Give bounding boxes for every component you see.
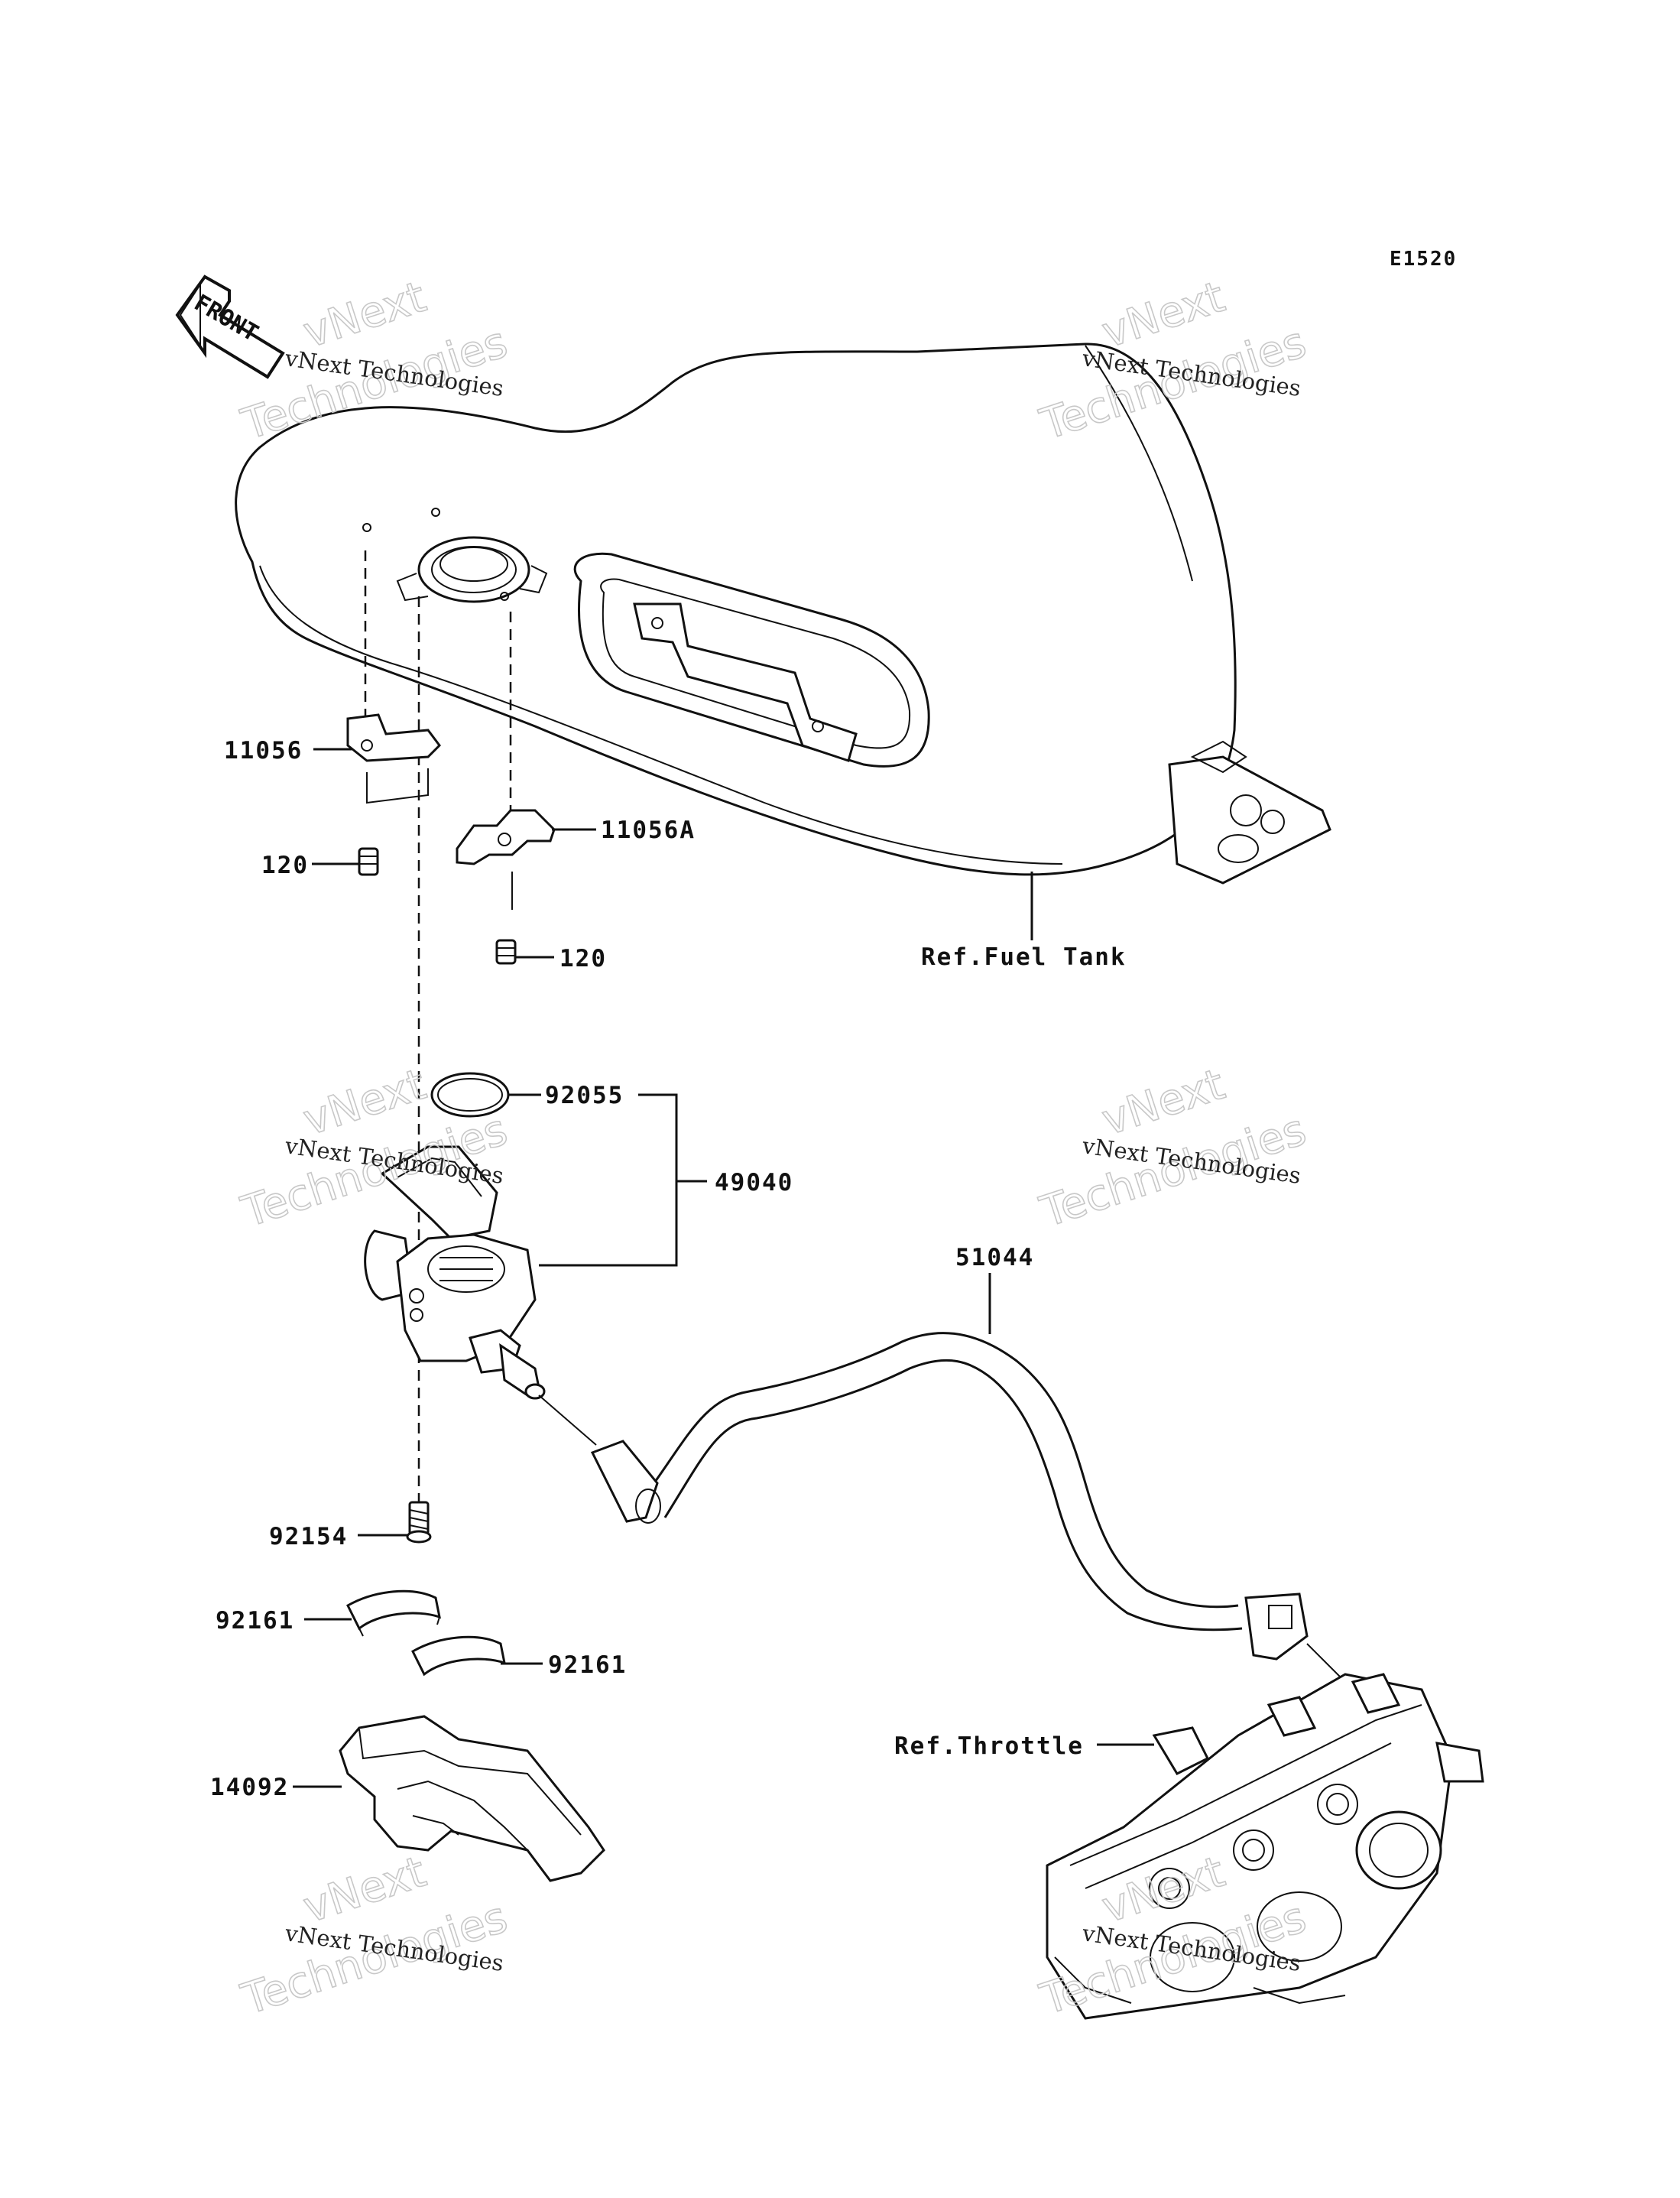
label-49040: 49040 <box>715 1169 793 1196</box>
bolt-120-left <box>358 847 379 876</box>
fuel-pump-49040 <box>364 1145 546 1400</box>
o-ring-92055 <box>430 1072 510 1118</box>
watermark-bottom-left: vNext Technologies vNext Technologies <box>235 1846 514 2025</box>
cushion-92161-lower <box>411 1635 506 1677</box>
diagram-code: E1520 <box>1390 248 1457 271</box>
label-92161-a: 92161 <box>216 1607 294 1635</box>
watermark-mid-right: vNext Technologies vNext Technologies <box>1033 1059 1312 1238</box>
bolt-92154 <box>406 1501 432 1544</box>
leader-49040-bracket <box>539 1093 678 1267</box>
front-arrow-icon: FRONT <box>175 274 285 379</box>
throttle-body <box>1046 1673 1484 2020</box>
fuel-tank <box>235 343 1331 885</box>
tank-pump-flange <box>362 508 548 603</box>
label-92161-b: 92161 <box>548 1651 627 1679</box>
fuel-line-to-throttle <box>1306 1643 1346 1683</box>
label-51044: 51044 <box>955 1244 1034 1271</box>
label-11056: 11056 <box>224 737 303 765</box>
label-ref-throttle: Ref.Throttle <box>894 1732 1084 1760</box>
label-92055: 92055 <box>545 1082 624 1109</box>
cushion-92161-upper <box>346 1589 441 1637</box>
bolt-120-right <box>495 939 517 965</box>
cover-14092 <box>339 1715 605 1882</box>
bracket-11056a <box>456 809 556 910</box>
bracket-11056 <box>346 713 441 804</box>
fuel-line-connector <box>538 1394 597 1446</box>
fuel-hose-51044 <box>590 1332 1309 1661</box>
label-120-right: 120 <box>559 945 607 972</box>
label-11056a: 11056A <box>601 817 696 844</box>
label-14092: 14092 <box>210 1774 289 1801</box>
label-92154: 92154 <box>269 1523 348 1550</box>
label-ref-fuel-tank: Ref.Fuel Tank <box>921 943 1127 971</box>
watermark-top-right: vNext Technologies vNext Technologies <box>1033 271 1312 450</box>
label-120-left: 120 <box>261 852 309 879</box>
